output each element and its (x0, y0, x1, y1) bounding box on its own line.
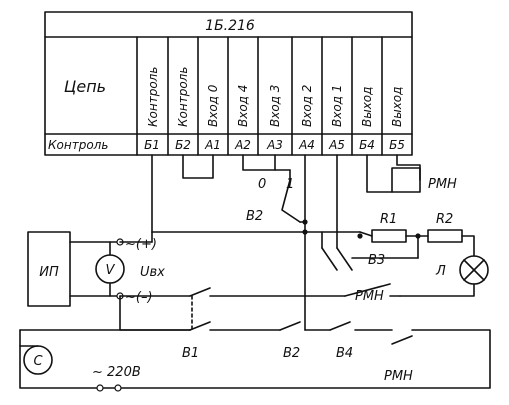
pin-label: А5 (328, 138, 345, 152)
resistor-r1 (371, 229, 407, 243)
input-voltage-label: Uвх (140, 265, 165, 280)
selector-position-1: 1 (286, 177, 294, 192)
rmn-contact-label: РМН (355, 289, 384, 304)
column-header-input-0: Вход 0 (206, 84, 220, 127)
junction-dot (302, 229, 308, 235)
resistor-r2-label: R2 (436, 212, 453, 227)
pin-label: Б1 (144, 138, 160, 152)
power-unit-box (27, 231, 71, 307)
switch-b4-blade (329, 321, 351, 331)
switch-b3-label: В3 (368, 253, 385, 268)
wire-b2-a1-jumper (182, 154, 214, 179)
selector-position-0: 0 (258, 177, 266, 192)
column-header-output-1: Выход (360, 87, 374, 127)
counter-label: С (33, 354, 43, 369)
supply-label: ~ 220В (92, 365, 141, 380)
resistor-r2 (427, 229, 463, 243)
switch-b3-blade (336, 247, 353, 271)
control-row-label: Контроль (48, 138, 108, 152)
junction-dot (302, 219, 308, 225)
switch-b4-label: В4 (336, 346, 353, 361)
wire-lamp-return (399, 283, 475, 297)
voltmeter-label: V (106, 263, 116, 278)
selector-switch-b2: 0 1 В2 (246, 177, 308, 225)
pin-label: А3 (266, 138, 283, 152)
wire-b4 (366, 154, 393, 193)
table-title: 1Б.216 (205, 18, 255, 34)
pin-label: А2 (234, 138, 251, 152)
column-header-control-2: Контроль (176, 67, 190, 127)
rmn-bottom-contact (391, 335, 413, 345)
pin-label: Б4 (359, 138, 375, 152)
pin-label: Б5 (389, 138, 405, 152)
selector-blade (281, 179, 301, 223)
voltmeter-symbol (95, 254, 125, 284)
switch-b1-label: В1 (182, 346, 199, 361)
switch-b2-blade (279, 321, 301, 331)
switch-b2-top-label: В2 (246, 209, 263, 224)
column-header-input-3: Вход 3 (268, 85, 282, 127)
chain-label: Цепь (64, 77, 106, 96)
power-unit-label: ИП (39, 265, 59, 280)
lamp-cross (463, 259, 485, 281)
wiring (151, 154, 421, 331)
supply-terminal (114, 384, 122, 392)
junction-dot (357, 233, 363, 239)
resistor-r1-label: R1 (380, 212, 397, 227)
supply-terminal (96, 384, 104, 392)
column-header-input-4: Вход 4 (236, 85, 250, 127)
switch-b1-blade (189, 321, 211, 331)
terminal-plus-label: ~(+) (125, 237, 157, 252)
terminal-minus-label: ~(–) (125, 290, 153, 305)
relay-coil-label: РМН (428, 177, 457, 192)
column-header-control-1: Контроль (146, 67, 160, 127)
wire-to-r1 (359, 231, 373, 237)
wire-r2-lamp (461, 235, 475, 257)
column-header-input-1: Вход 1 (330, 85, 344, 127)
relay-coil (391, 167, 421, 193)
column-header-input-2: Вход 2 (300, 85, 314, 127)
rmn-contact-blade (344, 283, 391, 297)
switch-b2-label: В2 (283, 346, 300, 361)
pin-label: А4 (298, 138, 315, 152)
switch-b1-blade (189, 287, 211, 297)
wire-bottom-loop (19, 329, 491, 389)
pin-label: Б2 (175, 138, 191, 152)
wire-a2 (242, 154, 291, 171)
rmn-bottom-label: РМН (384, 369, 413, 384)
column-header-output-2: Выход (390, 87, 404, 127)
lamp-label: Л (435, 264, 446, 279)
switch-b3-blade (321, 247, 338, 271)
pin-label: А1 (204, 138, 221, 152)
connector-table: 1Б.216 Цепь Контроль Контроль Контроль В… (44, 11, 413, 156)
